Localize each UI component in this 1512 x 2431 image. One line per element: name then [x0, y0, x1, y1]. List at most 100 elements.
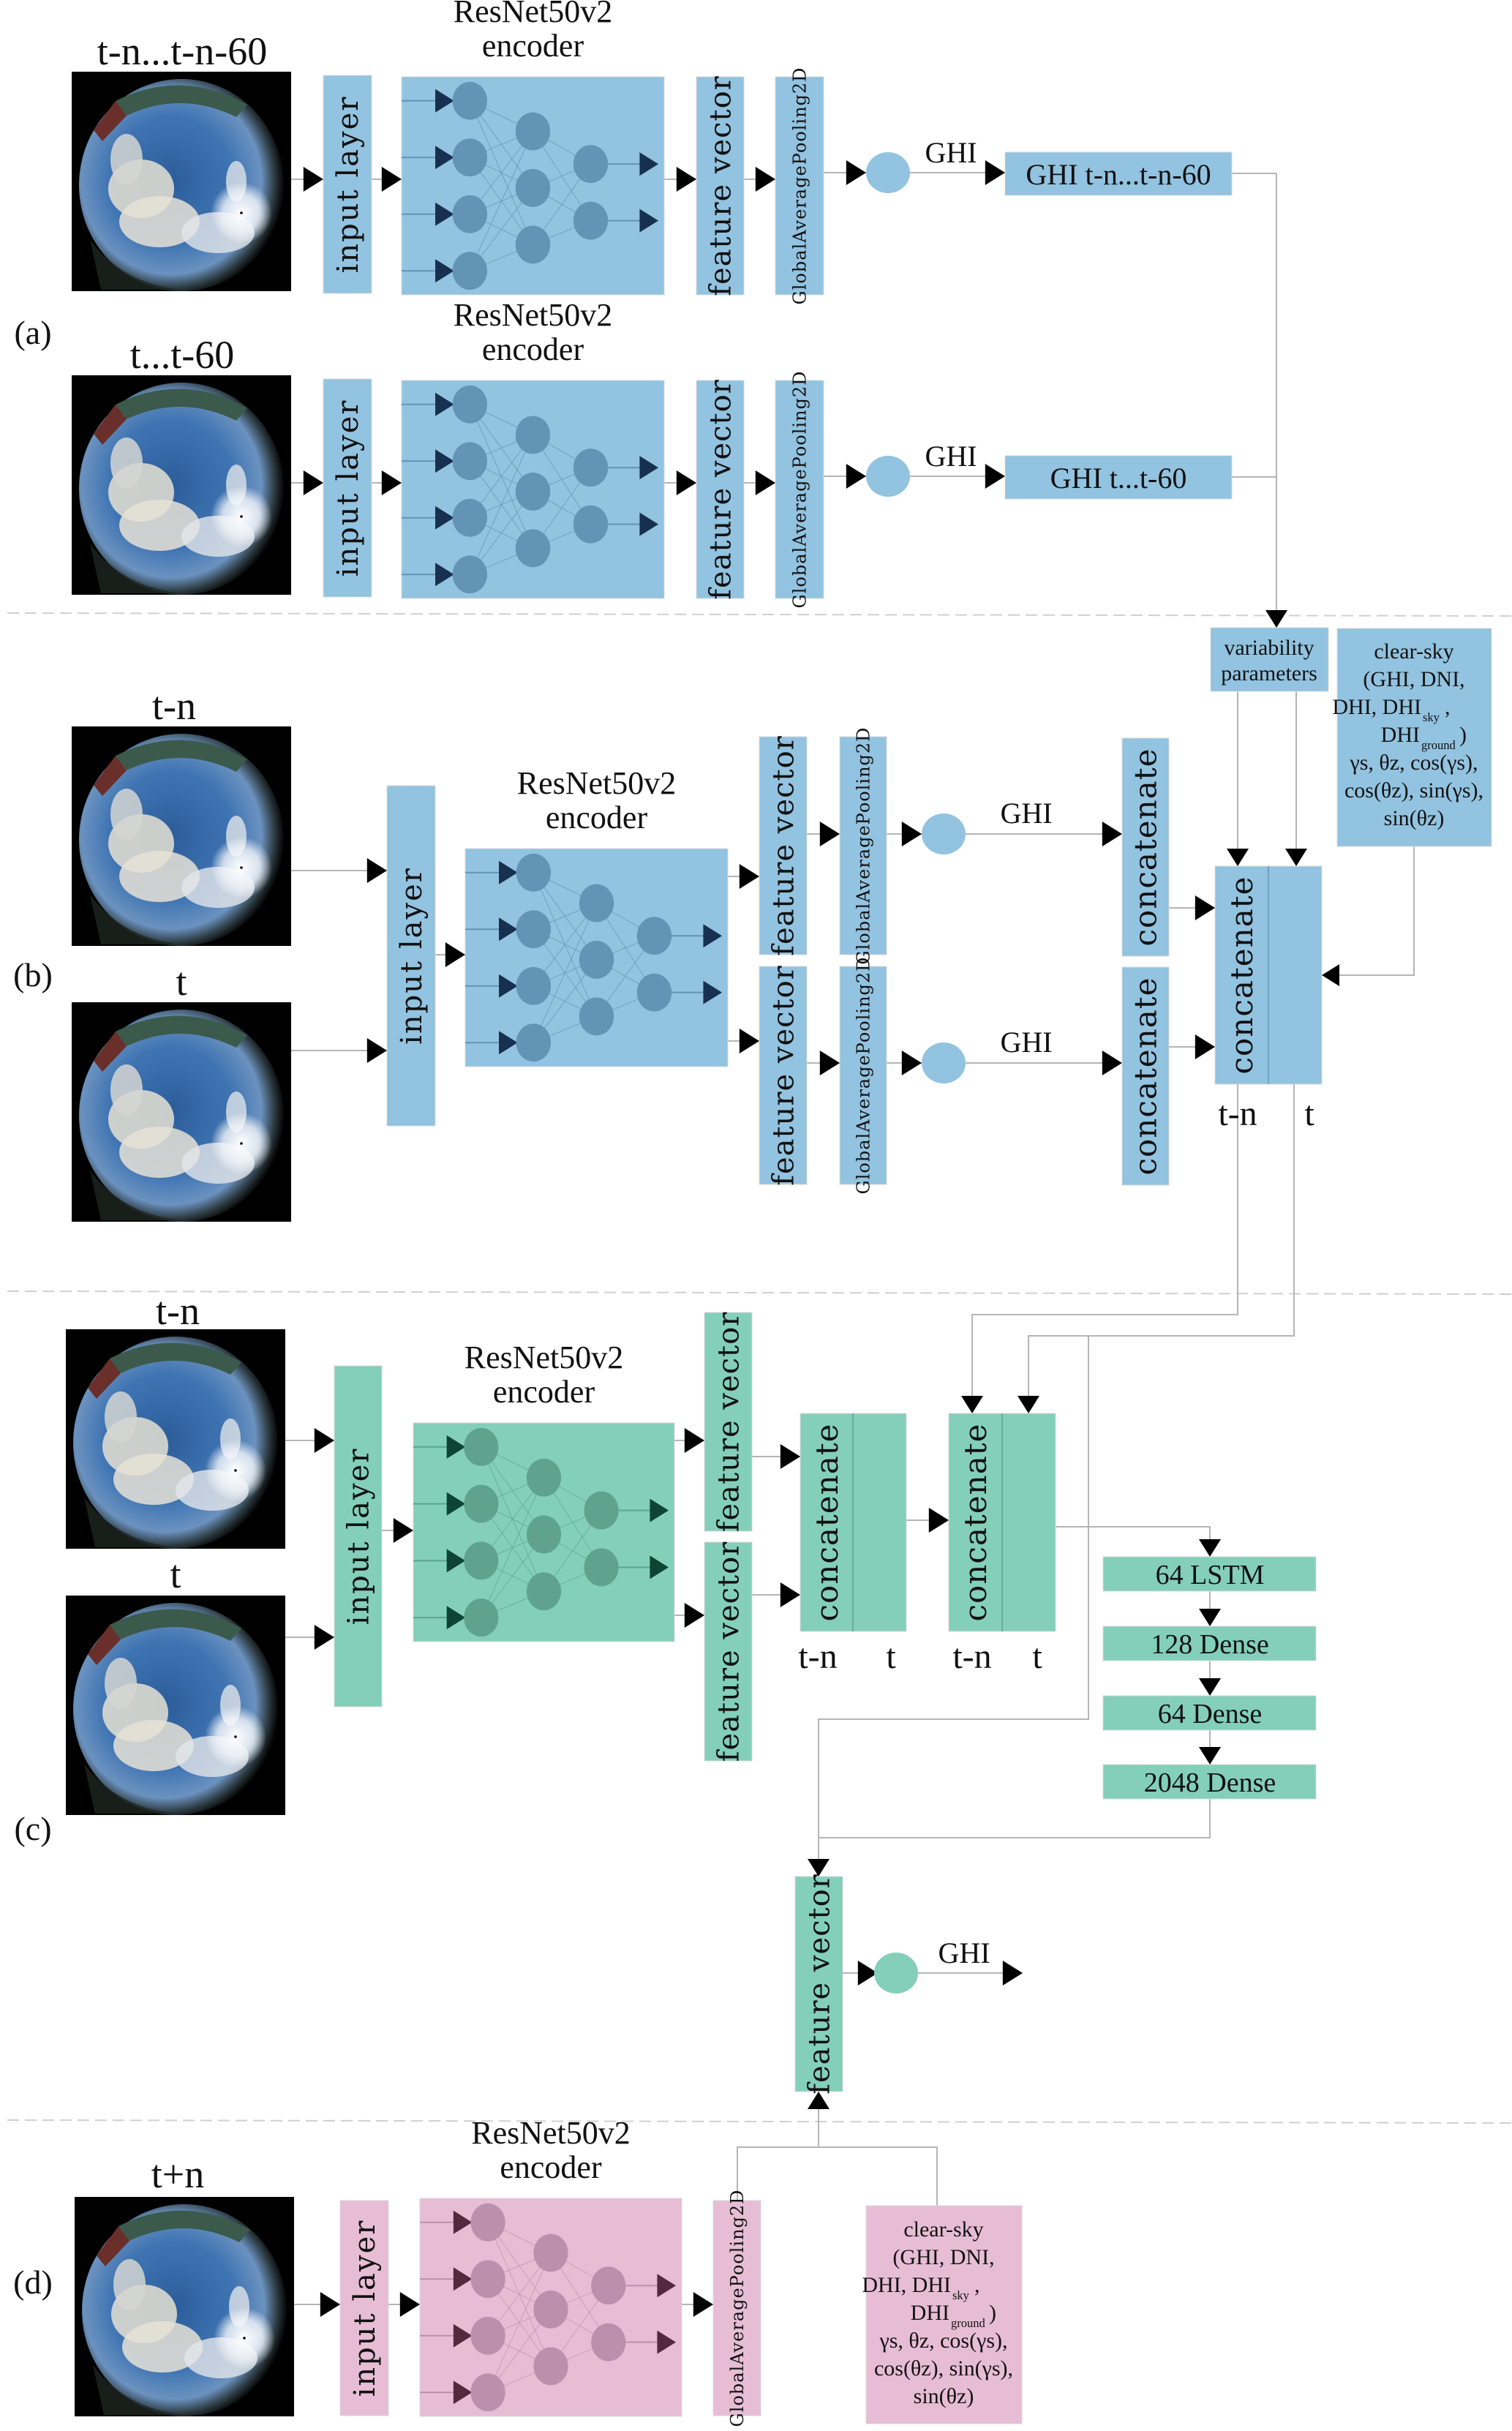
arrow-head-icon — [819, 1051, 840, 1075]
arrow-head-icon — [320, 2292, 340, 2317]
neuron-node — [573, 201, 609, 240]
arrow-head-icon — [314, 1625, 334, 1650]
clear-sky-line: clear-sky — [903, 2217, 983, 2242]
neuron-node — [526, 1572, 562, 1611]
output-node — [866, 152, 910, 193]
clear-sky-box — [865, 2205, 1023, 2424]
neuron-node — [464, 1541, 499, 1580]
neuron-node — [515, 416, 551, 454]
input-layer-label: input layer — [348, 2220, 382, 2397]
input-arrow-icon — [446, 1549, 466, 1573]
neuron-node — [452, 555, 488, 594]
section-divider — [7, 2119, 1512, 2124]
neuron-node — [470, 2373, 505, 2412]
arrow-head-icon — [846, 464, 866, 489]
input-layer — [323, 378, 372, 598]
output-node — [922, 814, 966, 854]
neuron-node — [464, 1484, 499, 1523]
input-layer — [386, 785, 436, 1127]
time-label-tn: t-n — [952, 1637, 991, 1676]
arrow-head-icon — [755, 470, 775, 495]
subscript: ground — [951, 2316, 985, 2330]
subscript: sky — [1423, 710, 1440, 724]
input-arrow-icon — [499, 917, 518, 942]
neuron-node — [516, 1023, 552, 1062]
neuron-node — [464, 1598, 499, 1637]
dense-layer-label: 64 Dense — [1158, 1699, 1262, 1729]
arrow-head-icon — [901, 822, 922, 846]
ghi-label: GHI — [925, 136, 977, 169]
clear-sky-line: cos(θz), sin(γs), — [874, 2356, 1013, 2381]
input-arrow-icon — [453, 2323, 473, 2348]
dense-layer-box — [1102, 1556, 1317, 1592]
neuron-node — [515, 112, 551, 151]
ghi-history-label: GHI t...t-60 — [1050, 462, 1187, 495]
global-average-pooling-label: GlobalAveragePooling2D — [727, 2190, 748, 2427]
arrow-head-icon — [1199, 1747, 1221, 1765]
global-average-pooling-label: GlobalAveragePooling2D — [853, 727, 873, 965]
dense-layer-box — [1102, 1626, 1317, 1661]
arrow-head-icon — [1265, 610, 1287, 628]
arrow-head-icon — [857, 1961, 878, 1985]
neuron-node — [516, 853, 552, 892]
sky-image — [72, 375, 291, 595]
connector-line — [1336, 846, 1415, 976]
arrow-head-icon — [1285, 849, 1307, 866]
feature-vector — [704, 1312, 753, 1532]
dense-layer-label: 128 Dense — [1151, 1629, 1268, 1660]
ghi-history-box — [1004, 455, 1233, 500]
time-label-t: t — [1032, 1637, 1042, 1676]
clear-sky-line: DHI — [911, 2301, 949, 2325]
arrow-head-icon — [684, 1603, 704, 1628]
arrow-head-icon — [366, 858, 387, 883]
feature-vector — [696, 76, 745, 296]
concatenate-block — [1121, 966, 1170, 1186]
neuron-node — [515, 225, 551, 264]
arrow-head-icon — [445, 942, 465, 967]
arrow-head-icon — [846, 160, 866, 185]
section-divider — [7, 612, 1512, 617]
arrow-head-icon — [985, 160, 1005, 185]
image-time-label: t...t-60 — [130, 333, 235, 377]
punct: ) — [1459, 723, 1467, 747]
neuron-node — [515, 473, 551, 511]
output-arrow-icon — [650, 1498, 669, 1522]
arrow-head-icon — [1002, 1961, 1023, 1985]
clear-sky-line: sin(θz) — [914, 2384, 974, 2408]
arrow-head-icon — [303, 470, 323, 495]
neuron-node — [515, 529, 551, 568]
encoder-subtitle: encoder — [493, 1374, 595, 1410]
arrow-head-icon — [393, 1518, 413, 1543]
arrow-head-icon — [961, 1396, 983, 1413]
neuron-node — [636, 917, 672, 955]
concatenate-label: concatenate — [809, 1424, 845, 1622]
neuron-node — [584, 1491, 619, 1530]
panel-label-d: (d) — [13, 2263, 53, 2301]
feature-vector-output — [794, 1876, 843, 2092]
input-arrow-icon — [435, 449, 454, 473]
output-arrow-icon — [639, 456, 658, 480]
feature-vector-label: feature vector — [767, 965, 801, 1186]
arrow-head-icon — [381, 470, 402, 495]
concatenate-block — [1121, 737, 1170, 957]
connector-line — [1028, 1084, 1295, 1401]
feature-vector-label: feature vector — [704, 379, 738, 600]
neuron-node — [591, 2266, 626, 2305]
global-average-pooling — [775, 76, 824, 296]
arrow-head-icon — [381, 167, 402, 192]
panel-label-a: (a) — [14, 314, 51, 351]
input-arrow-icon — [453, 2381, 473, 2405]
variability-parameters-box — [1210, 627, 1329, 692]
neuron-node — [636, 973, 672, 1012]
arrow-head-icon — [1199, 1609, 1221, 1626]
arrow-head-icon — [693, 2292, 713, 2317]
output-arrow-icon — [703, 924, 722, 948]
arrow-head-icon — [684, 1428, 704, 1453]
ghi-output-label: GHI — [938, 1936, 990, 1969]
edge — [469, 131, 533, 271]
input-arrow-icon — [499, 974, 518, 998]
concatenate-label: concatenate — [958, 1424, 993, 1622]
time-label-tn: t-n — [1218, 1094, 1257, 1133]
